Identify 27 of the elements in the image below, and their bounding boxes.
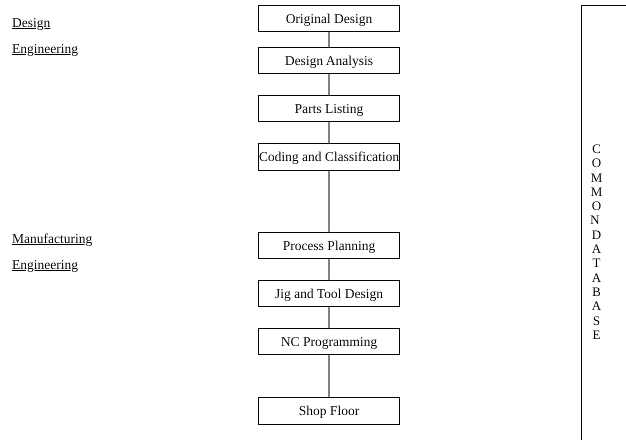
box-label: Jig and Tool Design [275,286,383,302]
section-label: Manufacturing Engineering [12,230,94,274]
section-label: Design Engineering [12,14,79,58]
process-box [258,232,400,259]
connector-line [328,307,330,328]
process-box [258,95,400,122]
connector-line [328,74,330,95]
connector-line [328,259,330,280]
vertical-label: COMMON DATABASE [590,142,603,342]
process-box [258,47,400,74]
box-label: Original Design [286,10,372,26]
box-label: NC Programming [280,334,378,350]
process-box [258,280,400,307]
connector-line [328,32,330,47]
process-box [258,397,400,425]
box-label: Parts Listing [294,100,364,116]
box-label: Process Planning [282,238,376,254]
connector-line [328,171,330,232]
process-box [258,143,400,171]
database-panel [581,5,626,440]
box-label: Shop Floor [298,403,360,419]
process-box [258,5,400,32]
process-box [258,328,400,355]
box-label: Design Analysis [284,52,374,68]
box-label: Coding and Classification [258,149,400,165]
connector-line [328,355,330,397]
connector-line [328,122,330,143]
